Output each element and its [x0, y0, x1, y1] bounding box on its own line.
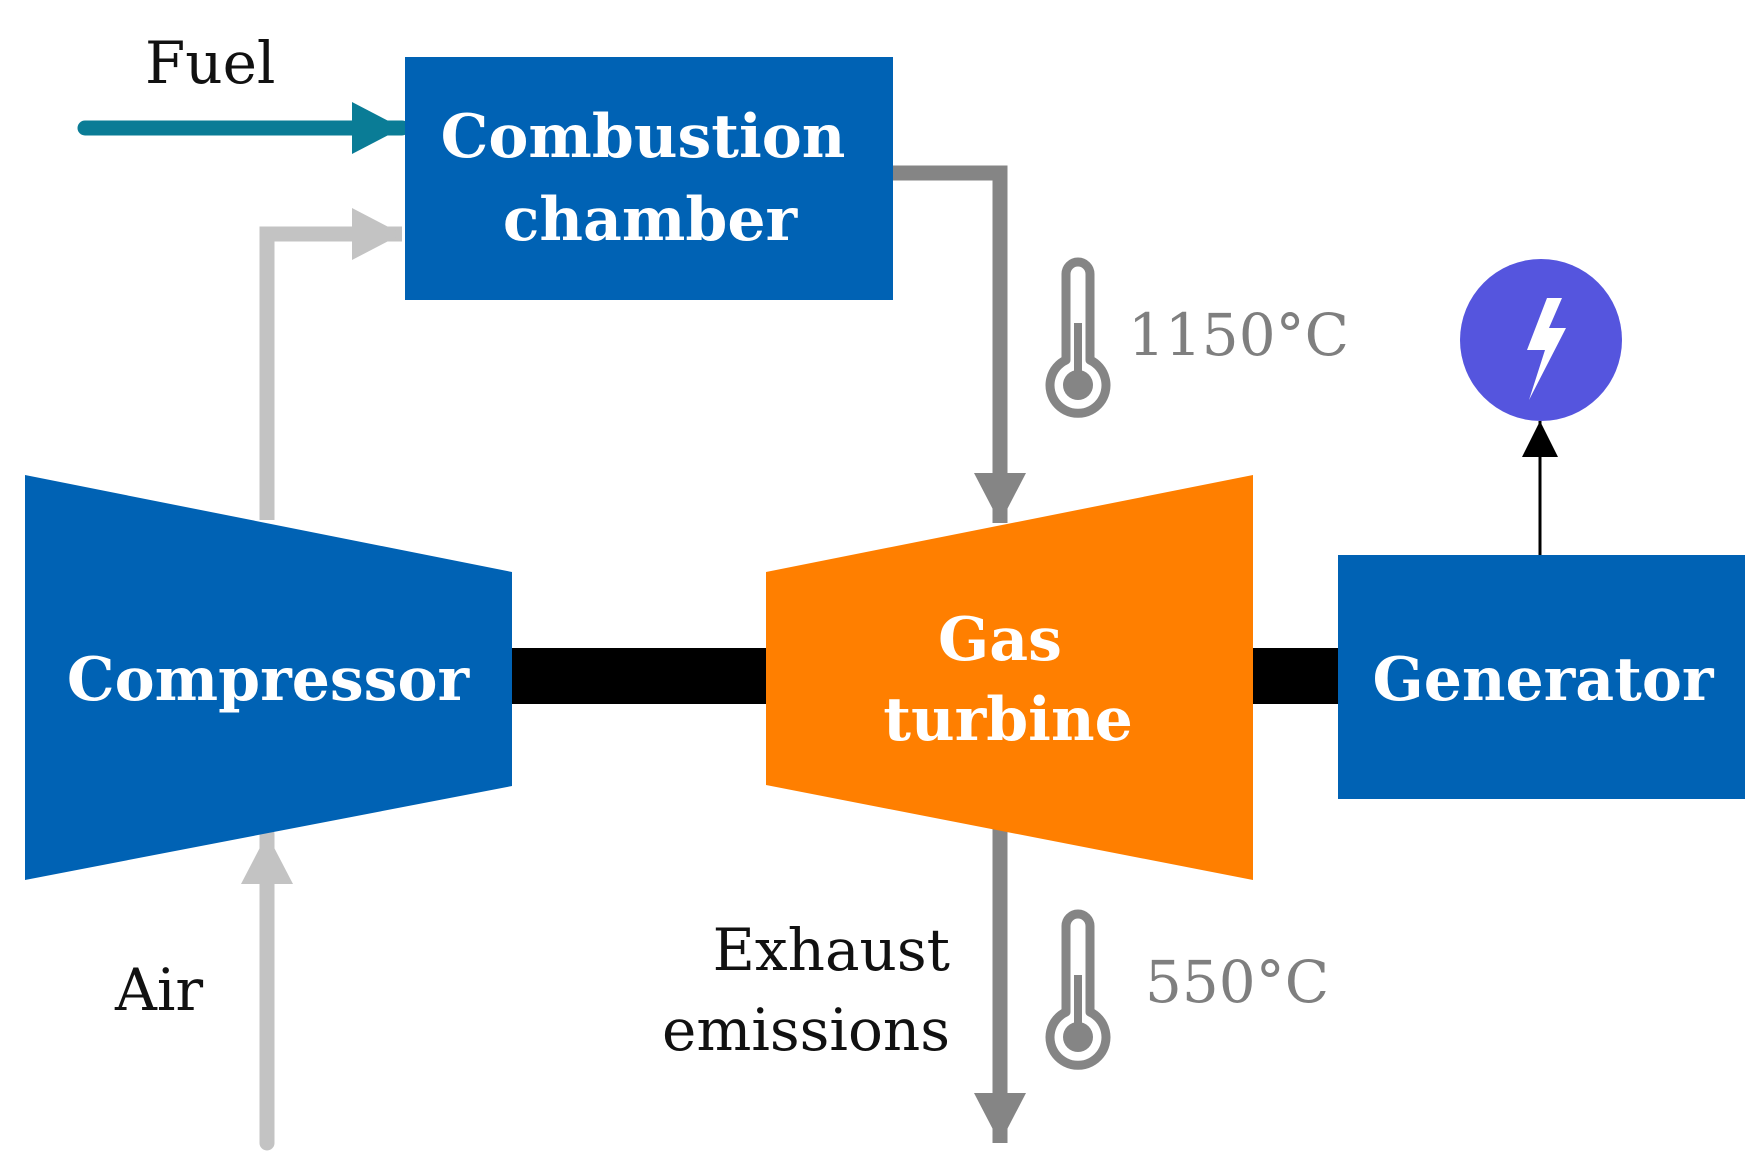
- combustion-chamber-label-line1: Combustion: [441, 102, 846, 172]
- thermometer-icon: [1045, 909, 1111, 1070]
- gas-turbine-shape: [766, 475, 1253, 880]
- lightning-bolt-icon: [1460, 259, 1622, 421]
- combustion-chamber-label-line2: chamber: [503, 185, 799, 255]
- thermometer-icon: [1045, 257, 1111, 418]
- exhaust-label-line1: Exhaust: [713, 916, 950, 984]
- compressed-air-arrow: [259, 208, 402, 520]
- fuel-label: Fuel: [145, 29, 275, 97]
- combustion-chamber-box: [405, 57, 893, 300]
- generator-label: Generator: [1372, 645, 1714, 715]
- turbine-inlet-temperature: 1150°C: [1128, 301, 1349, 369]
- shaft-turbine-generator: [1240, 648, 1340, 704]
- shaft-compressor-turbine: [505, 648, 770, 704]
- compressor-shape: [25, 475, 512, 880]
- gas-turbine-label-line2: turbine: [883, 685, 1133, 755]
- exhaust-label-line2: emissions: [662, 996, 950, 1064]
- exhaust-temperature: 550°C: [1145, 948, 1329, 1016]
- gas-turbine-label-line1: Gas: [938, 605, 1062, 675]
- air-label: Air: [114, 956, 203, 1024]
- compressor-label: Compressor: [67, 645, 471, 715]
- hot-gas-arrow: [893, 165, 1026, 523]
- generator-box: [1338, 555, 1745, 799]
